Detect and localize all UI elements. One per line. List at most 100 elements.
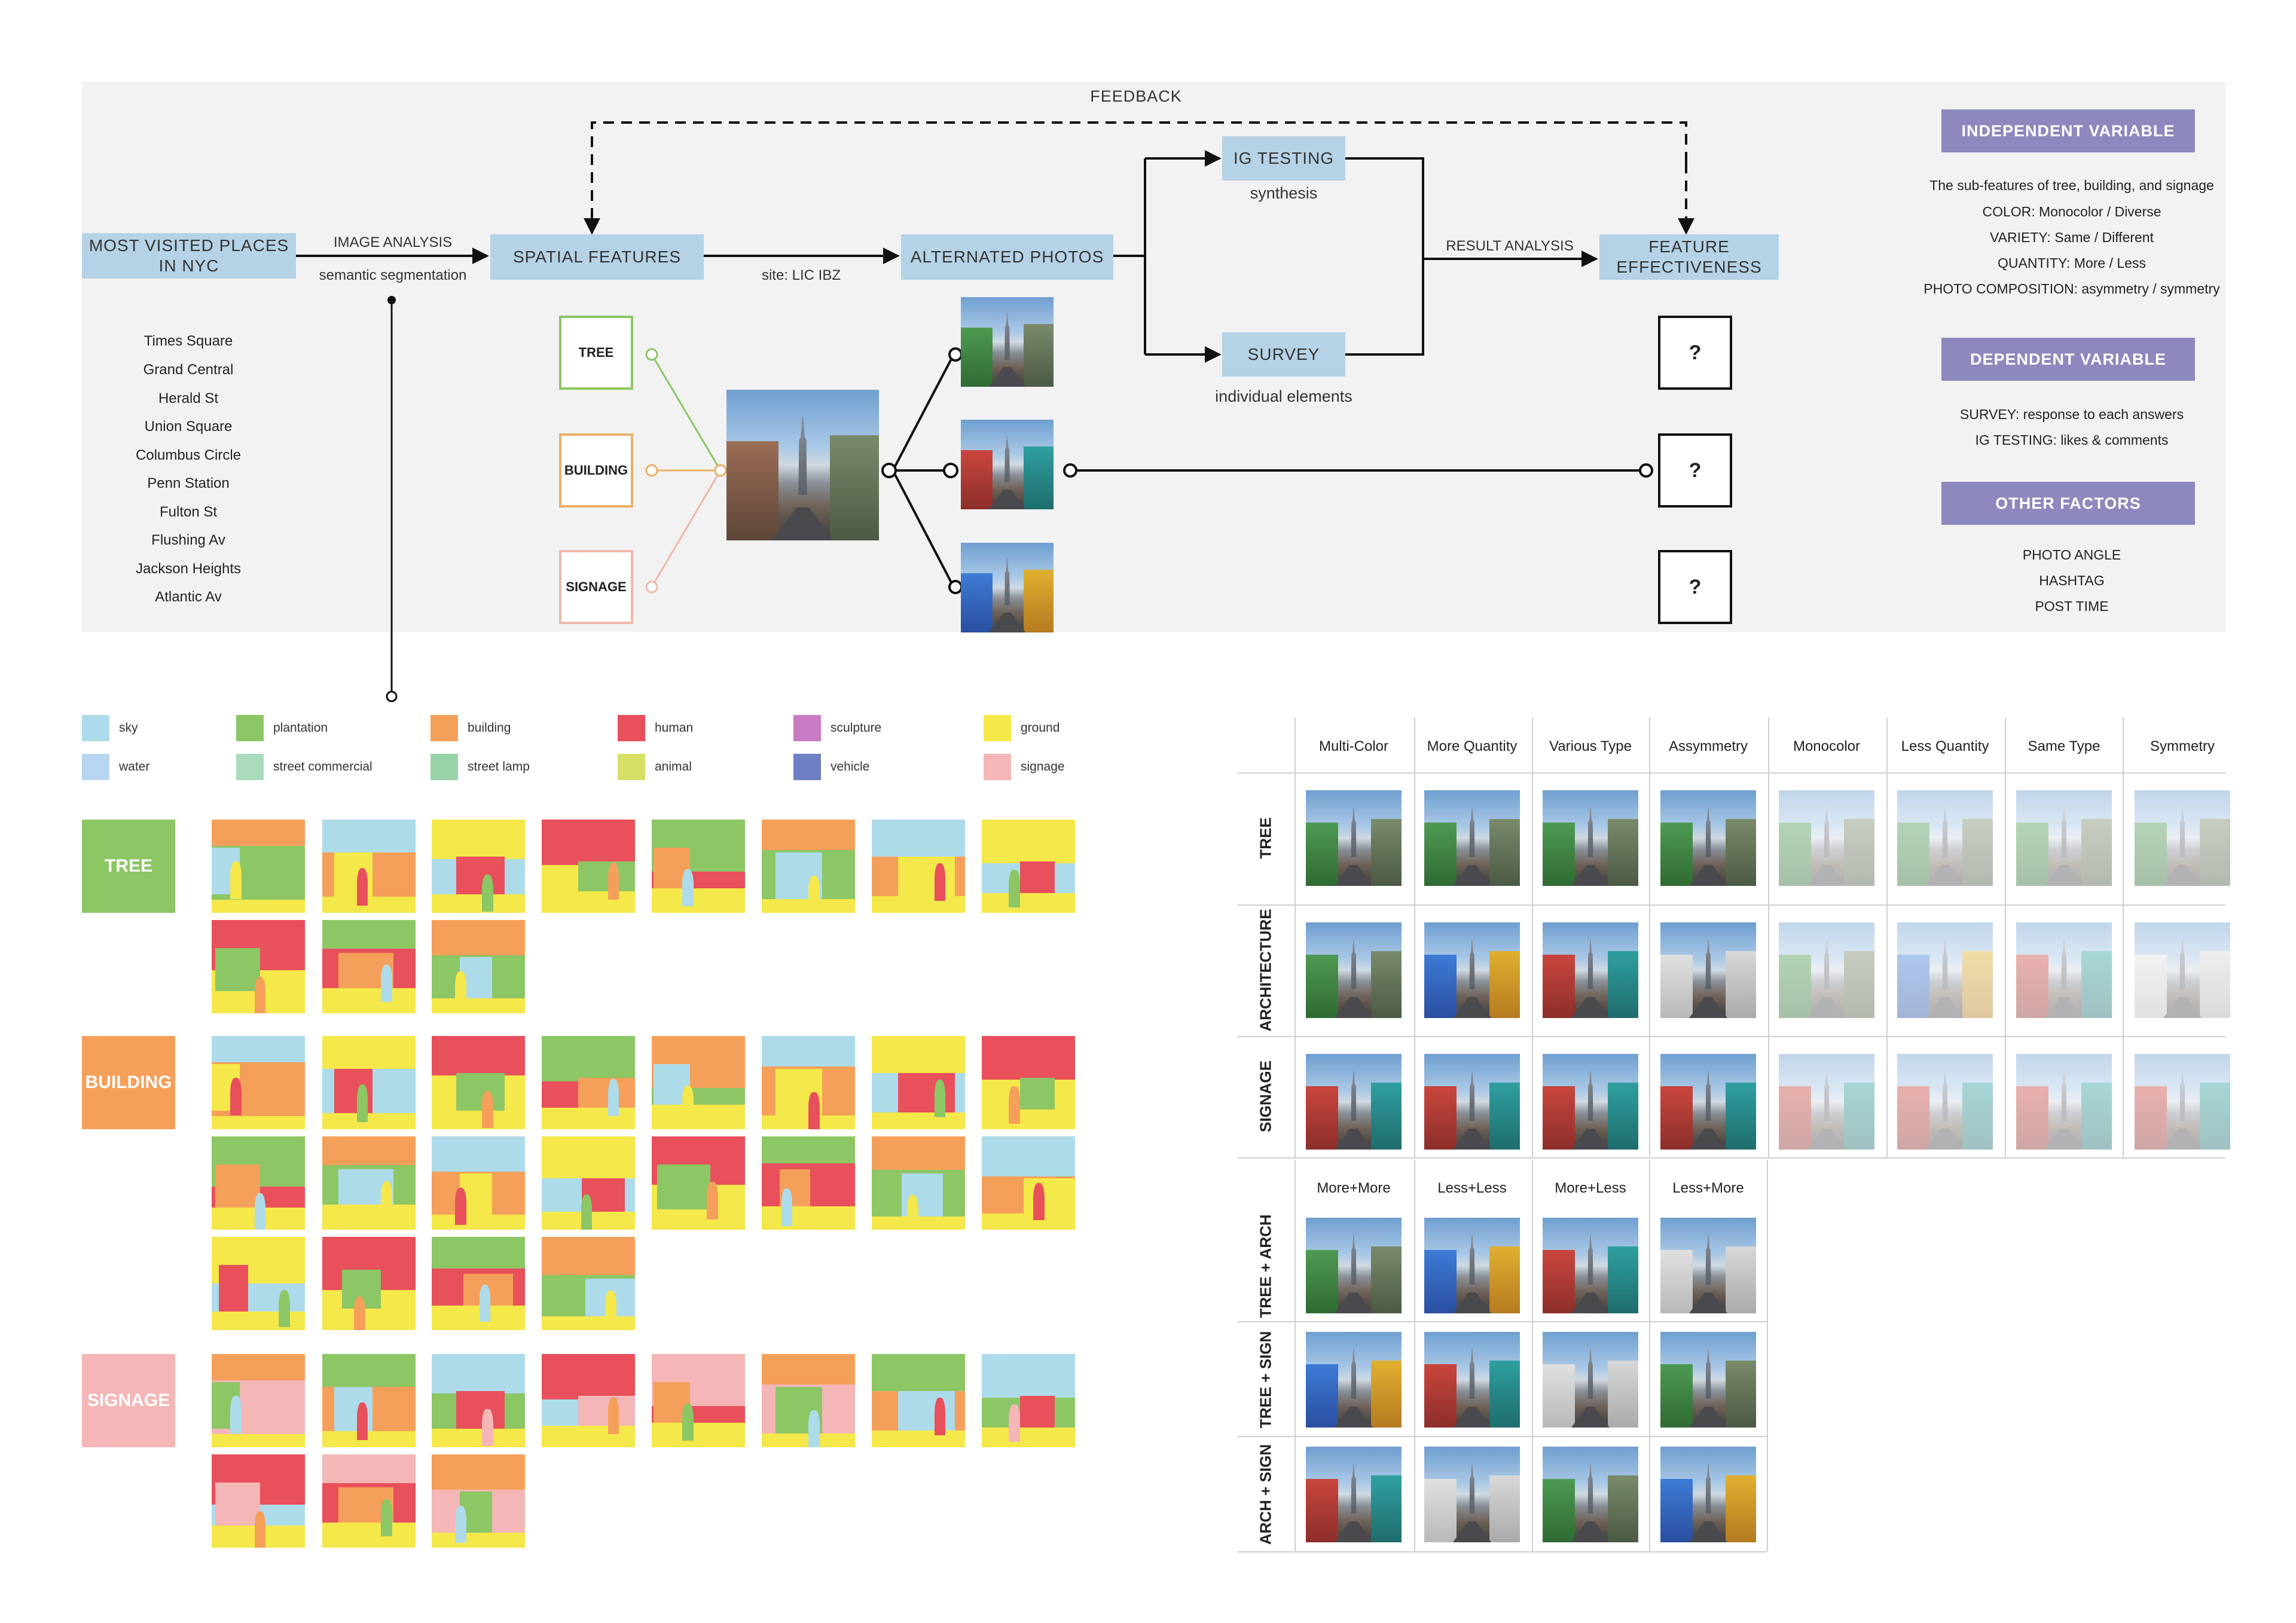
legend-label: ground bbox=[1021, 721, 1060, 735]
other-factor-line: PHOTO ANGLE bbox=[2022, 547, 2121, 563]
segmentation-thumbnail bbox=[762, 1036, 855, 1129]
combo-photo bbox=[1660, 1218, 1756, 1313]
segmentation-thumbnail bbox=[982, 820, 1075, 913]
grid-line bbox=[1886, 717, 1888, 1157]
combo-photo bbox=[1543, 1332, 1638, 1428]
segmentation-thumbnail bbox=[762, 820, 855, 913]
segmentation-thumbnail bbox=[542, 1036, 635, 1129]
matrix-photo bbox=[1424, 1054, 1520, 1150]
matrix-photo bbox=[1660, 922, 1756, 1018]
segmentation-thumbnail bbox=[322, 1454, 416, 1548]
combo-photo bbox=[1660, 1332, 1756, 1428]
segmentation-thumbnail bbox=[872, 1136, 965, 1230]
segmentation-thumbnail bbox=[432, 1036, 525, 1129]
place-item: Grand Central bbox=[143, 362, 234, 378]
combo-photo bbox=[1543, 1218, 1638, 1313]
independent-line: PHOTO COMPOSITION: asymmetry / symmetry bbox=[1923, 281, 2220, 297]
segmentation-thumbnail bbox=[872, 820, 965, 913]
spatial-features-box: SPATIAL FEATURES bbox=[490, 234, 704, 280]
matrix-photo bbox=[2016, 922, 2112, 1018]
result-analysis-label: RESULT ANALYSIS bbox=[1446, 238, 1574, 254]
grid-line bbox=[1414, 1160, 1415, 1551]
feature-box-tree: TREE bbox=[559, 316, 633, 390]
legend-label: sculpture bbox=[831, 721, 882, 735]
segmentation-thumbnail bbox=[982, 1354, 1075, 1447]
dependent-variable-title: DEPENDENT VARIABLE bbox=[1941, 338, 2195, 381]
segmentation-thumbnail bbox=[322, 1237, 416, 1330]
matrix-photo bbox=[1306, 1054, 1402, 1150]
dependent-line: SURVEY: response to each answers bbox=[1959, 406, 2184, 422]
feedback-loop bbox=[584, 121, 1687, 235]
site-label: site: LIC IBZ bbox=[761, 267, 841, 283]
grid-line bbox=[1238, 1036, 2225, 1037]
combo-photo bbox=[1424, 1447, 1520, 1542]
segmentation-thumbnail bbox=[212, 820, 305, 913]
alternated-photo bbox=[961, 543, 1054, 632]
matrix-photo bbox=[1306, 790, 1402, 886]
segmentation-thumbnail bbox=[872, 1036, 965, 1129]
matrix-column-header: Symmetry bbox=[2150, 738, 2215, 754]
feature-box-signage: SIGNAGE bbox=[559, 550, 633, 624]
matrix-column-header: Various Type bbox=[1549, 738, 1632, 754]
place-item: Penn Station bbox=[147, 475, 230, 491]
grid-line bbox=[1532, 1160, 1533, 1551]
place-item: Fulton St bbox=[159, 504, 218, 520]
feedback-label: FEEDBACK bbox=[1090, 87, 1182, 105]
source-photo bbox=[726, 390, 879, 540]
segmentation-thumbnail bbox=[212, 1354, 305, 1447]
combo-photo bbox=[1306, 1218, 1402, 1313]
independent-line: COLOR: Monocolor / Diverse bbox=[1982, 204, 2161, 219]
legend-label: sky bbox=[119, 721, 138, 735]
category-block-building: BUILDING bbox=[82, 1036, 175, 1129]
grid-line bbox=[1238, 1321, 1767, 1322]
individual-elements-label: individual elements bbox=[1215, 387, 1352, 405]
segmentation-thumbnail bbox=[652, 820, 745, 913]
alternated-photo bbox=[961, 420, 1054, 509]
image-analysis-label: IMAGE ANALYSIS bbox=[333, 234, 453, 250]
grid-line bbox=[1532, 717, 1533, 1157]
matrix-photo bbox=[1543, 1054, 1638, 1150]
place-item: Columbus Circle bbox=[135, 447, 242, 463]
segmentation-thumbnail bbox=[322, 820, 416, 913]
matrix-row-label: ARCHITECTURE bbox=[1256, 909, 1275, 1032]
legend-label: human bbox=[655, 721, 694, 735]
place-item: Union Square bbox=[144, 418, 233, 435]
result-question-box: ? bbox=[1658, 550, 1732, 624]
matrix-photo bbox=[1779, 1054, 1874, 1150]
matrix-column-header: More Quantity bbox=[1427, 738, 1518, 754]
legend-label: street commercial bbox=[273, 760, 373, 774]
grid-line bbox=[1238, 904, 2225, 906]
legend-swatch bbox=[430, 754, 458, 780]
category-block-tree: TREE bbox=[82, 820, 175, 913]
combo-photo bbox=[1660, 1447, 1756, 1542]
other-factor-line: POST TIME bbox=[2035, 598, 2109, 614]
segmentation-thumbnail bbox=[542, 820, 635, 913]
matrix-photo bbox=[2135, 790, 2230, 886]
independent-variable-title: INDEPENDENT VARIABLE bbox=[1941, 109, 2195, 152]
flow-panel bbox=[82, 82, 2225, 632]
segmentation-thumbnail bbox=[982, 1036, 1075, 1129]
other-factors-title: OTHER FACTORS bbox=[1941, 482, 2195, 525]
segmentation-thumbnail bbox=[432, 820, 525, 913]
matrix-column-header: Multi-Color bbox=[1318, 738, 1389, 754]
segmentation-thumbnail bbox=[652, 1136, 745, 1230]
grid-line bbox=[1294, 717, 1296, 1157]
place-item: Atlantic Av bbox=[155, 589, 222, 605]
segmentation-thumbnail bbox=[762, 1354, 855, 1447]
independent-line: QUANTITY: More / Less bbox=[1998, 255, 2146, 271]
combo-photo bbox=[1424, 1218, 1520, 1313]
matrix-column-header: Less Quantity bbox=[1901, 738, 1989, 754]
grid-line bbox=[1649, 1160, 1650, 1551]
result-question-box: ? bbox=[1658, 433, 1732, 508]
segmentation-thumbnail bbox=[322, 1136, 416, 1230]
grid-line bbox=[2123, 717, 2124, 1157]
grid-line bbox=[1767, 1160, 1768, 1551]
grid-line bbox=[1238, 1157, 2225, 1159]
feature-effectiveness-box: FEATURE EFFECTIVENESS bbox=[1599, 234, 1779, 280]
legend-swatch bbox=[82, 715, 109, 741]
matrix-photo bbox=[1306, 922, 1402, 1018]
segmentation-thumbnail bbox=[322, 1354, 416, 1447]
legend-swatch bbox=[618, 715, 645, 741]
place-item: Flushing Av bbox=[151, 532, 225, 548]
synthesis-label: synthesis bbox=[1250, 184, 1318, 202]
